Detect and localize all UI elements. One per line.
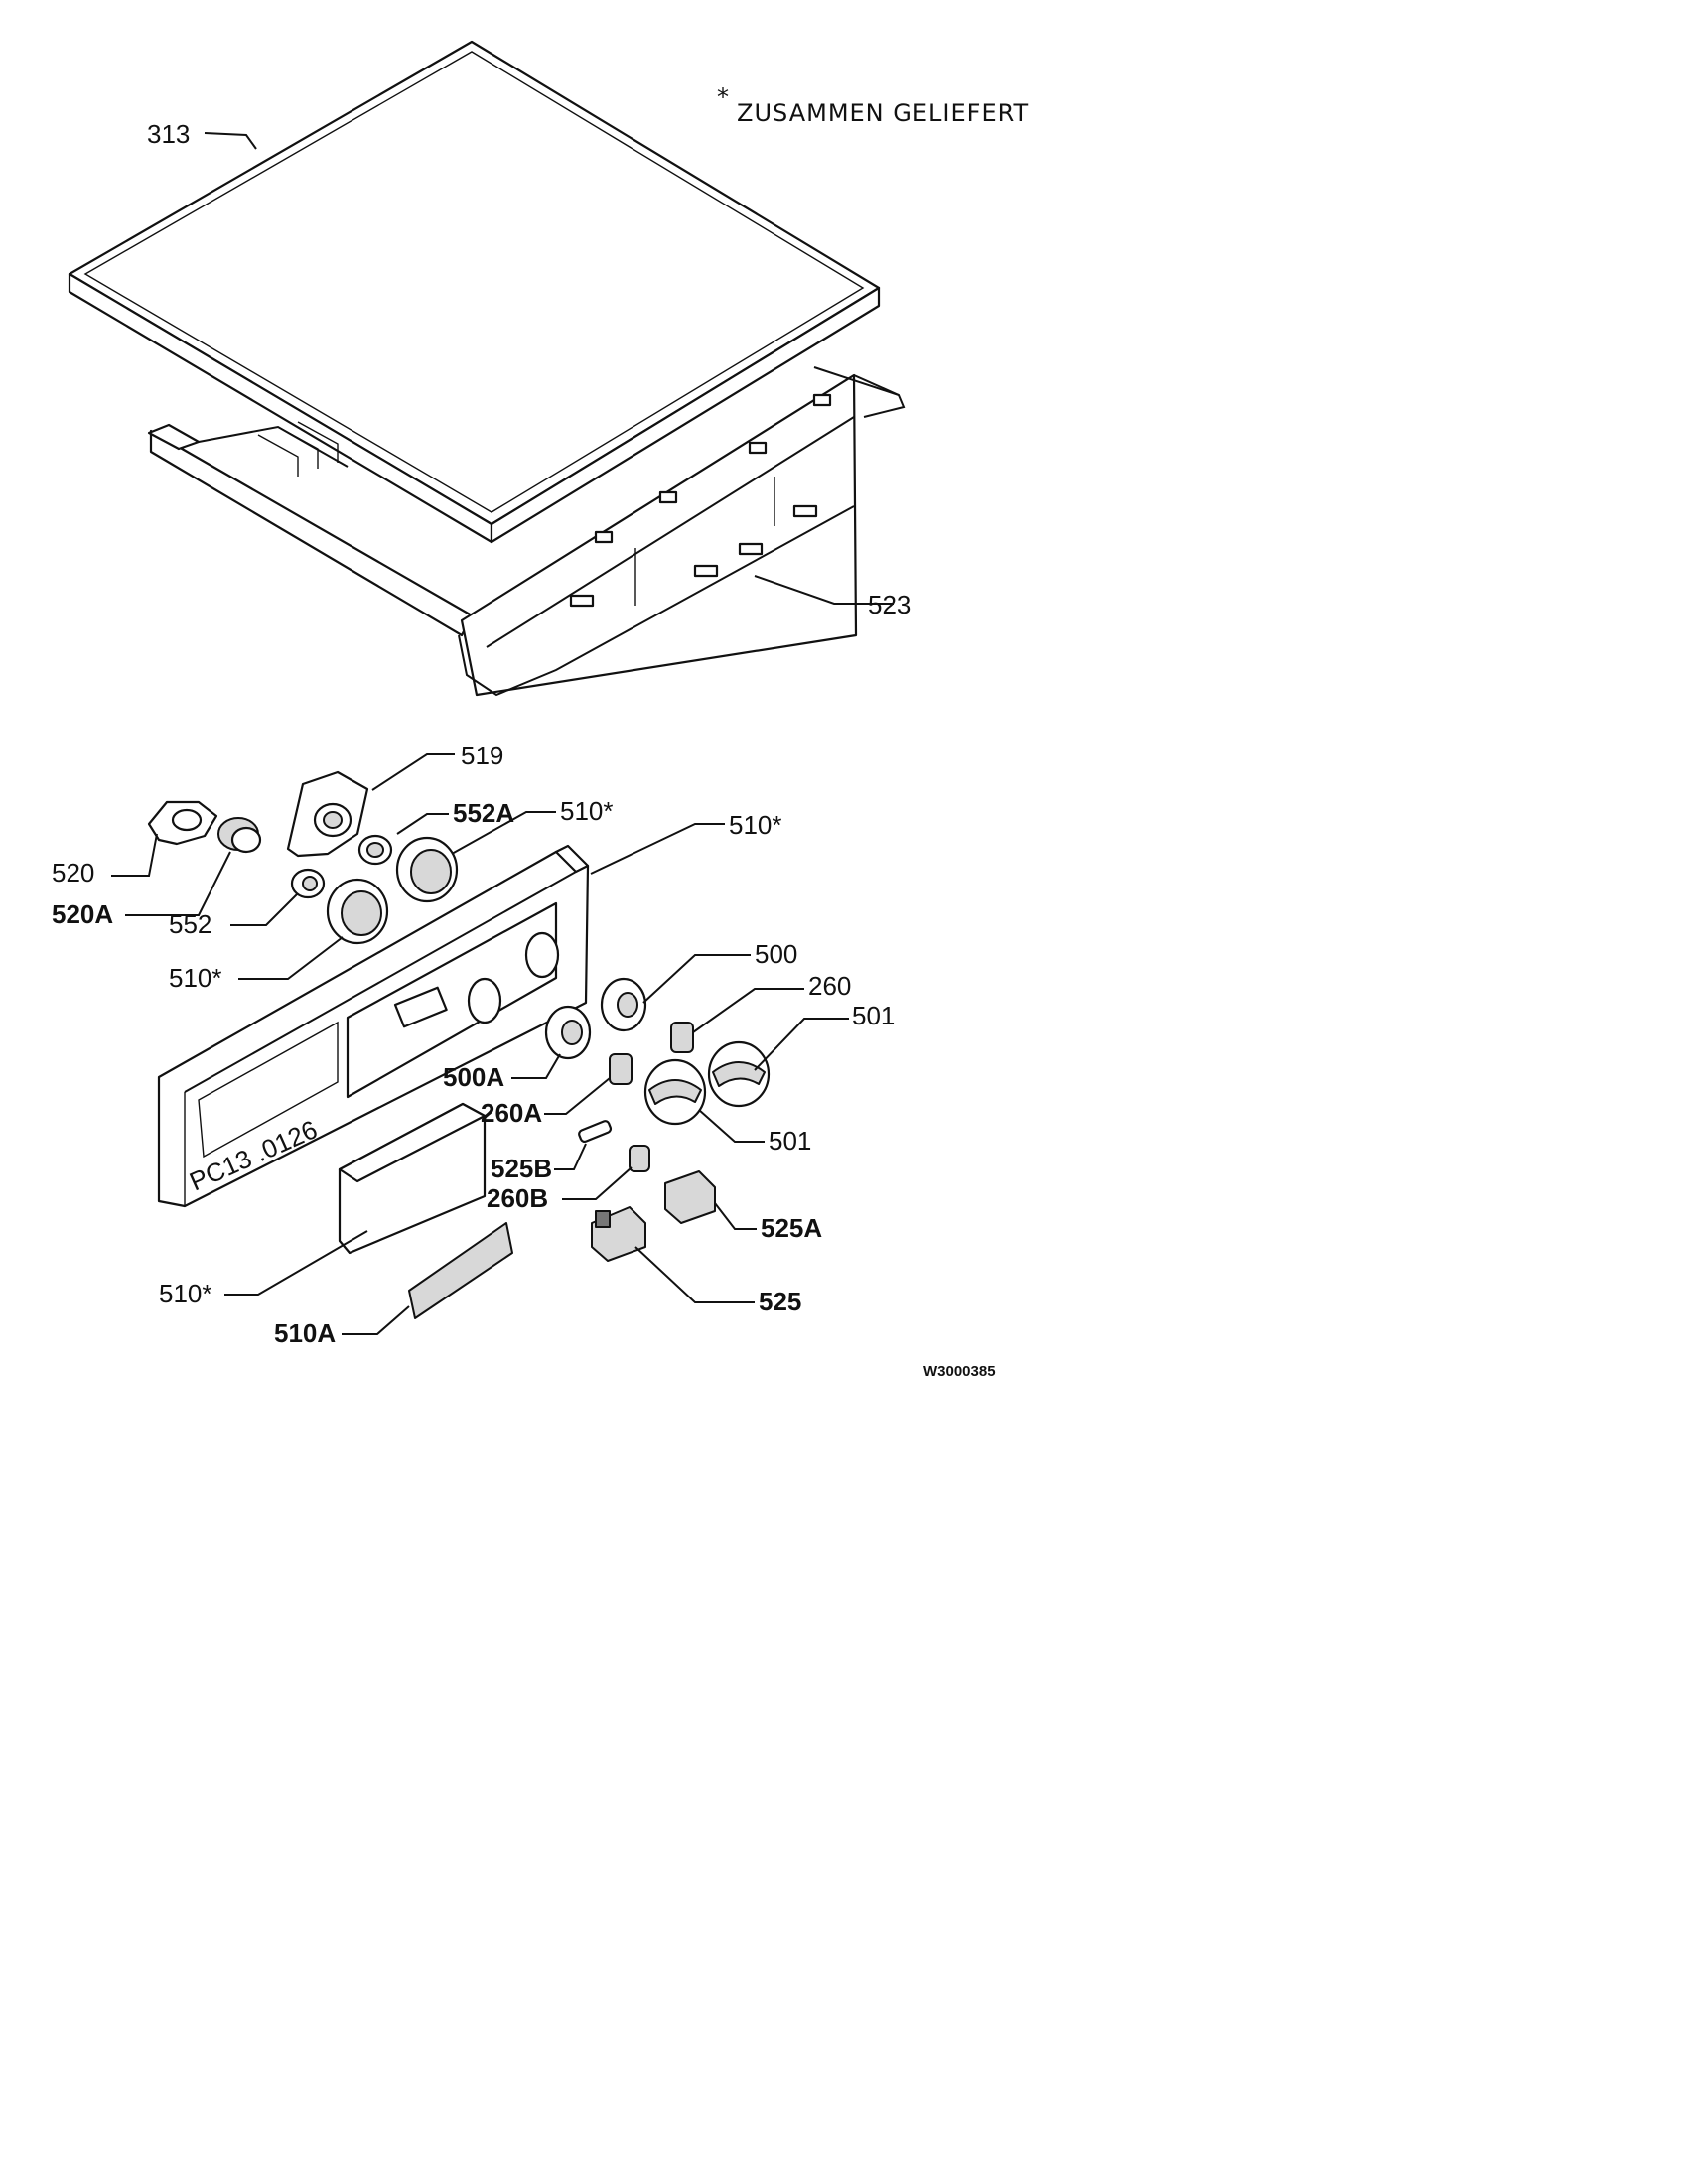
part-510-knob-upper (395, 836, 459, 903)
part-552A (357, 834, 393, 866)
callout-510-upper: 510* (560, 796, 614, 826)
part-501-lower (643, 1058, 707, 1126)
part-510-handle (338, 1102, 487, 1255)
note-text: ZUSAMMEN GELIEFERT (737, 99, 1029, 127)
part-519 (286, 770, 369, 858)
part-260 (670, 1022, 694, 1053)
callout-519: 519 (461, 741, 503, 770)
callout-501-upper: 501 (852, 1001, 895, 1030)
part-525 (591, 1206, 646, 1262)
drawing-code: W3000385 (923, 1363, 996, 1380)
part-552 (290, 868, 326, 899)
part-525A (664, 1170, 716, 1224)
top-cover-313 (68, 40, 881, 544)
callout-552: 552 (169, 909, 211, 939)
callout-525A: 525A (761, 1213, 822, 1243)
callout-313: 313 (147, 119, 190, 149)
callout-260A: 260A (481, 1098, 542, 1128)
callout-510-panel: 510* (729, 810, 782, 840)
part-501-upper (707, 1040, 771, 1108)
callout-260B: 260B (487, 1183, 548, 1213)
control-frame-523 (147, 366, 906, 697)
part-500A (544, 1005, 592, 1060)
callout-510-lower: 510* (169, 963, 222, 993)
leader-lines (111, 132, 894, 1335)
part-500 (600, 977, 647, 1032)
callout-260: 260 (808, 971, 851, 1001)
callout-523: 523 (868, 590, 911, 619)
part-520 (147, 800, 218, 846)
part-520A (217, 817, 262, 854)
callout-500: 500 (755, 939, 797, 969)
part-525B (578, 1120, 613, 1144)
callout-500A: 500A (443, 1062, 504, 1092)
callout-501-lower: 501 (769, 1126, 811, 1156)
callout-525B: 525B (491, 1154, 552, 1183)
callout-525: 525 (759, 1287, 801, 1316)
callout-510A: 510A (274, 1318, 336, 1348)
part-260A (609, 1053, 633, 1085)
part-260B (629, 1145, 650, 1172)
callout-520A: 520A (52, 899, 113, 929)
callout-520: 520 (52, 858, 94, 887)
part-510-knob-lower (326, 878, 389, 945)
callout-552A: 552A (453, 798, 514, 828)
part-510A (408, 1222, 513, 1319)
note-asterisk: * (717, 83, 730, 111)
callout-510-handle: 510* (159, 1279, 212, 1308)
